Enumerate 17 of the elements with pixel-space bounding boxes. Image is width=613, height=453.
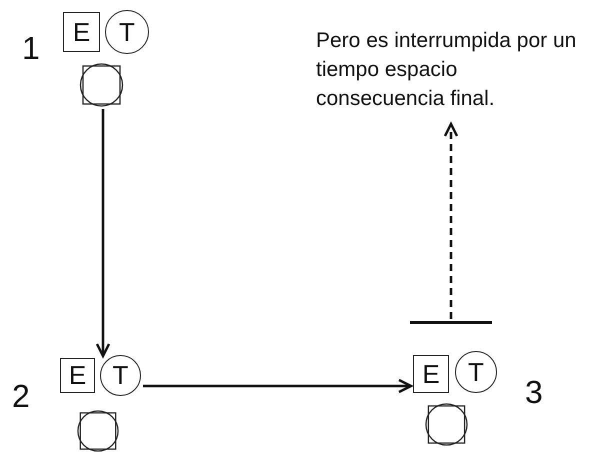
circle-in-square-symbol <box>80 63 123 107</box>
step-number: 3 <box>525 376 543 408</box>
note-text: Pero es interrumpida por un tiempo espacio consecuencia final. <box>316 28 578 112</box>
circle-in-square-symbol <box>77 410 119 452</box>
bar-line <box>410 321 492 324</box>
arrow <box>143 378 412 394</box>
letter-box: E <box>60 358 95 393</box>
step-number: 2 <box>12 380 30 412</box>
circle-in-square-symbol <box>425 403 468 446</box>
arrow <box>96 109 110 358</box>
letter-box: E <box>413 355 449 393</box>
letter-circle: T <box>105 10 149 54</box>
letter-circle: T <box>100 355 141 396</box>
arrow <box>444 122 458 319</box>
letter-circle: T <box>455 351 497 393</box>
step-number: 1 <box>22 32 40 64</box>
letter-box: E <box>63 12 100 52</box>
